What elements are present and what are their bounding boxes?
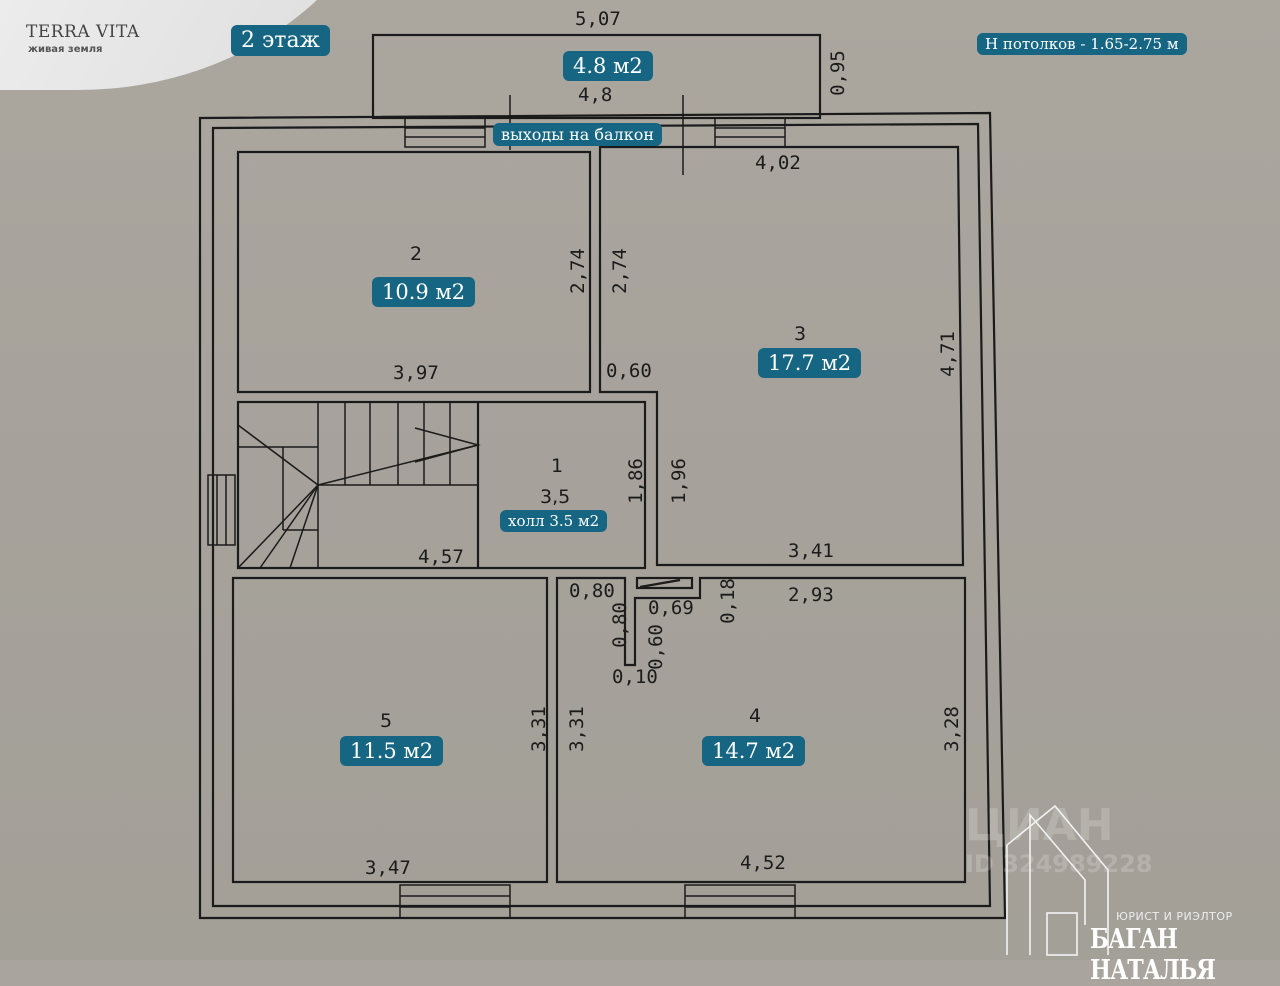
logo-title: TERRA VITA	[26, 22, 140, 42]
closet-wall: 0,10	[612, 666, 658, 688]
balcony-outline	[371, 33, 822, 120]
room-4-number: 4	[749, 705, 762, 727]
room-4-notch-height: 0,18	[716, 578, 739, 624]
branding-name: БАГАН НАТАЛЬЯ	[1090, 924, 1216, 986]
room-3-number: 3	[794, 323, 807, 345]
floor-plan-walls	[198, 33, 1007, 920]
branding-subtitle: ЮРИСТ И РИЭЛТОР	[1116, 910, 1233, 923]
room-2-area: 10.9 м2	[372, 277, 476, 307]
house-logo-icon	[1006, 804, 1109, 956]
room-2-walls	[236, 150, 592, 394]
room-3-width: 4,02	[755, 152, 801, 174]
watermark-id: ID 324989228	[965, 850, 1153, 878]
balcony-area: 4.8 м2	[563, 51, 653, 81]
hall-walls	[236, 400, 647, 570]
closet-height: 0,80	[608, 602, 631, 648]
room-4-bottom-width: 4,52	[740, 852, 786, 874]
room-3-area: 17.7 м2	[758, 348, 862, 378]
room-4-height-left: 3,31	[565, 706, 588, 752]
room-5-walls	[231, 576, 549, 884]
room-3-height-left: 2,74	[608, 248, 631, 294]
outer-wall-inner	[211, 122, 992, 908]
room-3-walls	[598, 145, 965, 567]
room-3-offset: 0,60	[606, 360, 652, 382]
room-5-number: 5	[380, 710, 393, 732]
room-2-number: 2	[410, 243, 423, 265]
outer-wall-outer	[198, 111, 1007, 920]
room-4-walls	[555, 576, 967, 884]
balcony-width-top: 5,07	[575, 8, 621, 30]
room-4-area: 14.7 м2	[702, 736, 806, 766]
room-2-height: 2,74	[566, 248, 589, 294]
room-4-top-width: 2,93	[788, 584, 834, 606]
room-1-plan-area: 3,5	[540, 486, 571, 508]
windows	[207, 95, 796, 919]
room-5-height: 3,31	[527, 706, 550, 752]
balcony-width-bottom: 4,8	[578, 84, 613, 106]
closet-depth: 0,60	[644, 624, 667, 670]
hall-height-outer: 1,96	[667, 458, 690, 504]
hall-height-inner: 1,86	[624, 458, 647, 504]
hall-width: 4,57	[418, 546, 464, 568]
room-3-bottom-width: 3,41	[788, 540, 834, 562]
ceiling-height-label: Н потолков - 1.65-2.75 м	[977, 33, 1187, 55]
room-4-height-right: 3,28	[940, 706, 963, 752]
balcony-depth: 0,95	[826, 50, 849, 96]
logo-subtitle: живая земля	[28, 44, 103, 55]
balcony-exit-label: выходы на балкон	[493, 123, 662, 146]
closet-width: 0,80	[569, 580, 615, 602]
room-3-height-right: 4,71	[936, 331, 959, 377]
room-5-width: 3,47	[365, 857, 411, 879]
floor-label: 2 этаж	[231, 25, 330, 56]
closet	[635, 576, 694, 590]
room-1-number: 1	[551, 455, 564, 477]
stairs	[237, 402, 481, 569]
room-4-notch-width: 0,69	[648, 597, 694, 619]
room-5-area: 11.5 м2	[340, 736, 444, 766]
room-2-width: 3,97	[393, 362, 439, 384]
hall-area: холл 3.5 м2	[500, 510, 608, 532]
